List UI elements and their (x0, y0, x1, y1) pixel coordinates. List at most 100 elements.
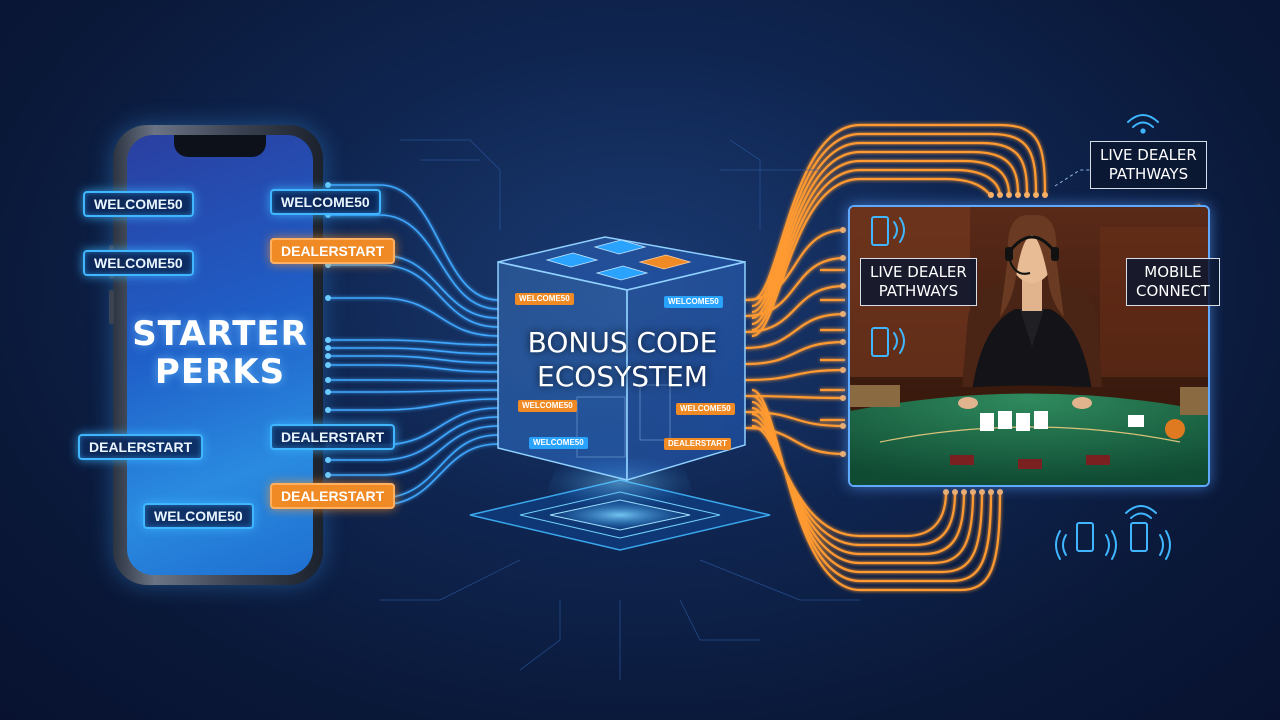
orange-circuit-traces (744, 123, 1201, 592)
blue-trace (328, 184, 499, 301)
trace-node (325, 457, 331, 463)
code-tag-welcome50[interactable]: WELCOME50 (270, 189, 381, 215)
trace-node (988, 192, 994, 198)
blue-trace (328, 264, 499, 328)
code-tag-dealerstart[interactable]: DEALERSTART (78, 434, 204, 460)
mobile-device-icon (871, 327, 889, 357)
code-tag-welcome50[interactable]: WELCOME50 (143, 503, 254, 529)
trace-node (988, 489, 994, 495)
trace-node (325, 407, 331, 413)
wifi-icon (1127, 114, 1159, 134)
trace-node (840, 227, 846, 233)
blue-trace (328, 214, 499, 310)
trace-node (1042, 192, 1048, 198)
orange-loop-bottom (751, 418, 957, 547)
faint-circuit-traces (380, 139, 860, 680)
cube-mini-tag: WELCOME50 (529, 437, 588, 449)
code-tag-dealerstart[interactable]: DEALERSTART (270, 424, 396, 450)
label-connector (1054, 169, 1090, 187)
blue-trace (328, 339, 499, 346)
blue-trace (328, 389, 499, 393)
live-dealer-pathways-label: LIVE DEALER PATHWAYS (860, 258, 977, 306)
mobile-device-icon (871, 216, 889, 246)
trace-node (325, 362, 331, 368)
orange-loop-top (751, 150, 1020, 320)
trace-node (325, 377, 331, 383)
cube-inner-doc (576, 396, 626, 458)
trace-node (325, 472, 331, 478)
orange-trace (744, 368, 846, 382)
label-line: CONNECT (1136, 282, 1210, 300)
trace-node (325, 345, 331, 351)
phone-volume-button (109, 290, 114, 324)
cube-mini-tag: DEALERSTART (664, 438, 731, 450)
live-dealer-pathways-label-top: LIVE DEALER PATHWAYS (1090, 141, 1207, 189)
trace-node (961, 489, 967, 495)
blue-trace (328, 416, 499, 461)
orange-trace (744, 256, 846, 318)
mobile-device-icon (1130, 522, 1148, 552)
blue-trace (328, 398, 499, 411)
orange-loop-top (751, 123, 1047, 302)
trace-node (1015, 192, 1021, 198)
signal-waves-icon (1055, 530, 1171, 560)
trace-node (840, 423, 846, 429)
trace-node (970, 489, 976, 495)
trace-node (840, 255, 846, 261)
trace-node (952, 489, 958, 495)
mobile-device-icon (1076, 522, 1094, 552)
blue-trace (328, 379, 499, 382)
trace-node (1024, 192, 1030, 198)
cube-inner-doc (639, 384, 671, 441)
orange-loop-top (751, 177, 993, 338)
label-line: PATHWAYS (878, 282, 959, 300)
blue-circuit-traces (328, 184, 499, 506)
signal-waves-icon (893, 217, 905, 354)
title-line: ECOSYSTEM (537, 360, 708, 393)
trace-node (325, 182, 331, 188)
blue-trace (328, 347, 499, 355)
title-line: STARTER (132, 314, 308, 354)
live-dealer-panel (848, 205, 1210, 487)
trace-node (325, 295, 331, 301)
trace-node (840, 311, 846, 317)
label-line: LIVE DEALER (1100, 146, 1197, 164)
label-line: LIVE DEALER (870, 263, 967, 281)
trace-node (943, 489, 949, 495)
live-dealer-scene (850, 207, 1208, 485)
orange-loop-bottom (751, 400, 984, 574)
orange-loop-top (751, 168, 1002, 332)
trace-node (840, 283, 846, 289)
bonus-code-ecosystem-title: BONUS CODE ECOSYSTEM (510, 326, 735, 394)
cube-top-tiles (545, 239, 692, 281)
phone-notch (174, 135, 266, 157)
orange-trace (744, 312, 846, 350)
orange-loop-bottom (751, 424, 948, 538)
code-tag-welcome50[interactable]: WELCOME50 (83, 250, 194, 276)
mobile-connect-label: MOBILE CONNECT (1126, 258, 1220, 306)
code-tag-welcome50[interactable]: WELCOME50 (83, 191, 194, 217)
label-line: PATHWAYS (1108, 165, 1189, 183)
trace-node (979, 489, 985, 495)
trace-node (997, 489, 1003, 495)
cube-mini-tag: WELCOME50 (664, 296, 723, 308)
starter-perks-title: STARTER PERKS (127, 315, 313, 391)
cube-mini-tag: WELCOME50 (518, 400, 577, 412)
trace-node (325, 389, 331, 395)
code-tag-dealerstart[interactable]: DEALERSTART (270, 238, 396, 264)
orange-loop-bottom (751, 406, 975, 565)
trace-node (997, 192, 1003, 198)
trace-node (1033, 192, 1039, 198)
blue-trace (328, 355, 499, 364)
orange-trace (744, 340, 846, 366)
trace-node (840, 339, 846, 345)
code-tag-dealerstart[interactable]: DEALERSTART (270, 483, 396, 509)
trace-node (1006, 192, 1012, 198)
cube-platform (469, 455, 771, 551)
blue-trace (328, 364, 499, 373)
trace-node (840, 395, 846, 401)
orange-loop-top (751, 132, 1038, 308)
